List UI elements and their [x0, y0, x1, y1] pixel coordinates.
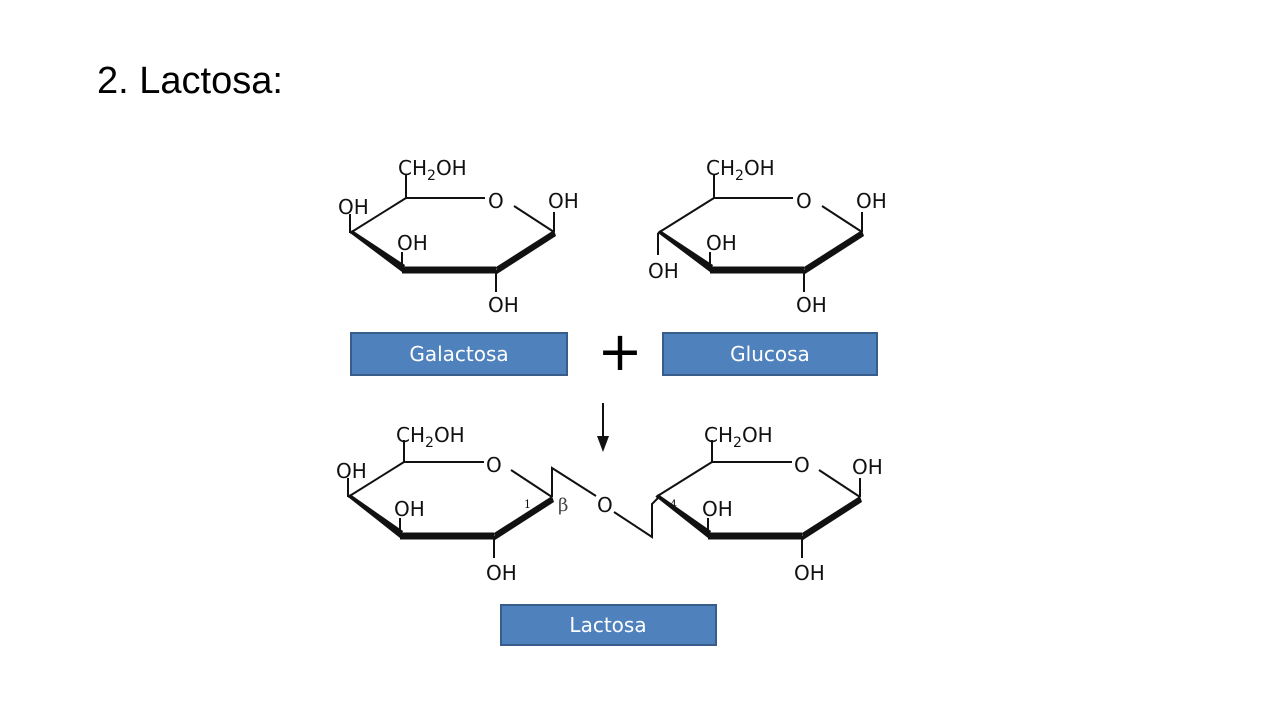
lactose-galactose-oh-c2-label: OH	[486, 561, 517, 585]
reaction-arrow-icon	[597, 403, 609, 452]
carbon-4-label: 4	[670, 498, 677, 511]
lactose-glucose-ring-o-label: O	[794, 453, 810, 477]
carbon-1-label: 1	[524, 498, 531, 511]
glucose-ch2oh-label: CH2OH	[706, 156, 775, 184]
glucose-oh-c1-label: OH	[856, 189, 887, 213]
lactose-glucose-oh-c2-label: OH	[794, 561, 825, 585]
plus-sign: +	[597, 320, 642, 383]
galactosa-label-box: Galactosa	[350, 332, 568, 376]
glucose-ring-o-label: O	[796, 189, 812, 213]
lactose-structure: CH2OH O OH OH OH 1 β O 4 CH2OH O OH OH O…	[336, 423, 883, 585]
galactose-oh-c4-label: OH	[338, 195, 369, 219]
galactose-oh-c1-label: OH	[548, 189, 579, 213]
beta-label: β	[558, 495, 568, 516]
lactosa-label: Lactosa	[569, 613, 646, 637]
glucose-oh-c3-label: OH	[706, 231, 737, 255]
galactose-ch2oh-label: CH2OH	[398, 156, 467, 184]
glucose-oh-c4-label: OH	[648, 259, 679, 283]
lactose-glucose-ch2oh-label: CH2OH	[704, 423, 773, 451]
glucose-structure: CH2OH O OH OH OH OH	[648, 156, 887, 317]
lactose-galactose-ring-o-label: O	[486, 453, 502, 477]
lactose-galactose-ch2oh-label: CH2OH	[396, 423, 465, 451]
lactosa-label-box: Lactosa	[500, 604, 717, 646]
glucosa-label-box: Glucosa	[662, 332, 878, 376]
galactose-oh-c2-label: OH	[488, 293, 519, 317]
lactose-galactose-oh-c4-label: OH	[336, 459, 367, 483]
lactose-glucose-oh-c3-label: OH	[702, 497, 733, 521]
galactose-oh-c3-label: OH	[397, 231, 428, 255]
glucosa-label: Glucosa	[730, 342, 810, 366]
glycosidic-o-label: O	[597, 493, 613, 517]
galactosa-label: Galactosa	[409, 342, 508, 366]
galactose-ring-o-label: O	[488, 189, 504, 213]
slide-title: 2. Lactosa:	[97, 60, 283, 102]
lactose-glucose-oh-c1-label: OH	[852, 455, 883, 479]
glucose-oh-c2-label: OH	[796, 293, 827, 317]
lactose-galactose-oh-c3-label: OH	[394, 497, 425, 521]
galactose-structure: CH2OH O OH OH OH OH	[338, 156, 579, 317]
